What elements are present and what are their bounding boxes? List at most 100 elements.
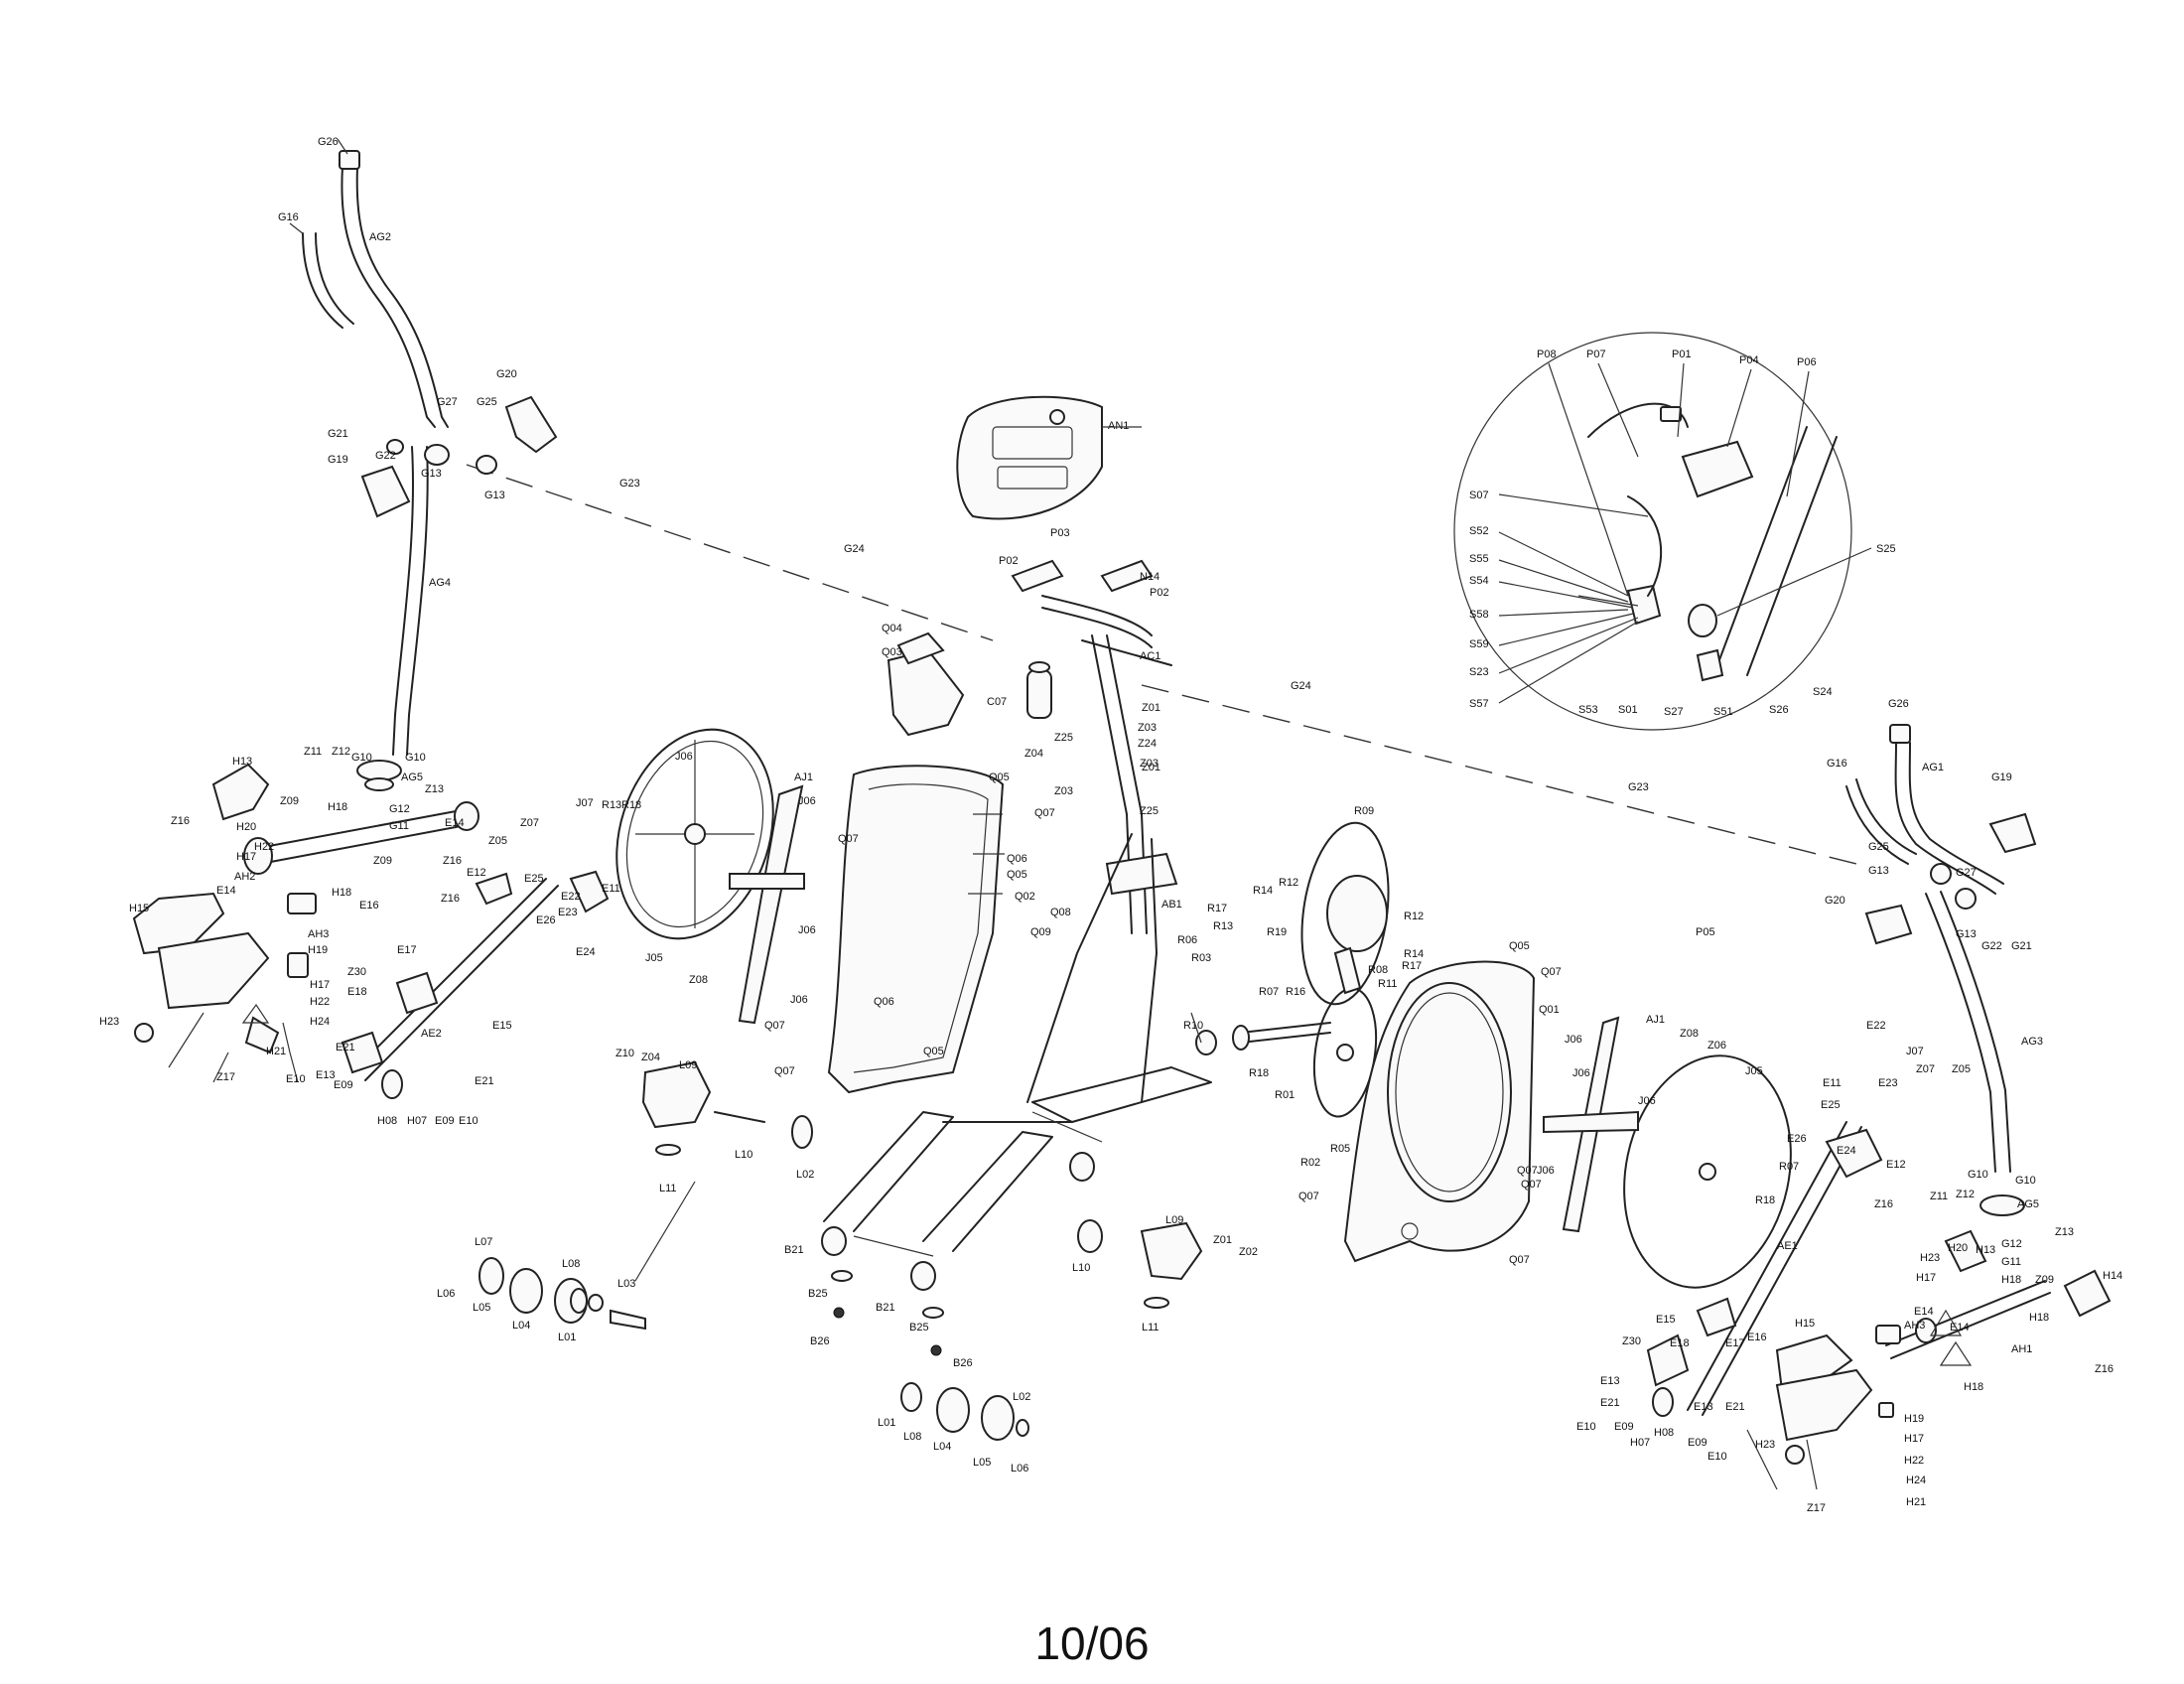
label-H22-b: H22 xyxy=(310,996,330,1008)
part-labels: G26 G16 AG2 G20 G27 G25 G21 G22 G13 G13 … xyxy=(99,136,2122,1514)
label-Z16-d: Z16 xyxy=(1874,1198,1893,1210)
label-S27: S27 xyxy=(1664,706,1684,718)
label-H18-e: H18 xyxy=(1964,1381,1983,1393)
label-S23: S23 xyxy=(1469,666,1489,678)
label-Z05-a: Z05 xyxy=(488,835,507,847)
label-Z17-b: Z17 xyxy=(1807,1502,1826,1514)
label-G10-c: G10 xyxy=(1968,1169,1988,1181)
label-S51: S51 xyxy=(1713,706,1733,718)
label-Q07-h: Q07 xyxy=(1509,1254,1530,1266)
label-Z16-b: Z16 xyxy=(443,855,462,867)
label-E09-d: E09 xyxy=(1688,1437,1707,1449)
left-handlebar-arm xyxy=(302,150,558,791)
label-L10-a: L10 xyxy=(735,1149,752,1161)
label-H21: H21 xyxy=(266,1046,286,1057)
label-Z01-b: Z01 xyxy=(1142,762,1160,773)
label-S57: S57 xyxy=(1469,698,1489,710)
label-S24: S24 xyxy=(1813,686,1833,698)
label-Q02: Q02 xyxy=(1015,891,1035,903)
label-Z12-b: Z12 xyxy=(1956,1189,1975,1200)
label-Z03-a: Z03 xyxy=(1138,722,1157,734)
label-L04-b: L04 xyxy=(933,1441,951,1453)
label-Q08: Q08 xyxy=(1050,907,1071,918)
label-AH1: AH1 xyxy=(2011,1343,2032,1355)
label-G19-b: G19 xyxy=(1991,772,2012,783)
label-G26-b: G26 xyxy=(1888,698,1909,710)
label-E26-a: E26 xyxy=(536,914,556,926)
console xyxy=(887,395,1154,737)
label-E18-a: E18 xyxy=(347,986,367,998)
label-E10-a: E10 xyxy=(286,1073,306,1085)
label-Z16-c: Z16 xyxy=(441,893,460,905)
label-Z07: Z07 xyxy=(520,817,539,829)
label-Q05-d: Q05 xyxy=(1509,940,1530,952)
label-Z09-b: Z09 xyxy=(373,855,392,867)
drive-assembly xyxy=(1195,821,1390,1118)
label-J05-a: J05 xyxy=(645,952,663,964)
label-G26: G26 xyxy=(318,136,339,148)
label-H18-d: H18 xyxy=(2029,1312,2049,1324)
label-Q09: Q09 xyxy=(1030,926,1051,938)
label-R13: R13 xyxy=(602,799,621,811)
label-H17-a: H17 xyxy=(236,851,256,863)
label-Q03: Q03 xyxy=(882,646,902,658)
label-P06: P06 xyxy=(1797,356,1817,368)
label-P07: P07 xyxy=(1586,349,1606,360)
label-E16-b: E16 xyxy=(1747,1332,1767,1343)
label-Z01-c: Z01 xyxy=(1213,1234,1232,1246)
label-H07-a: H07 xyxy=(407,1115,427,1127)
label-R18-b: R18 xyxy=(1249,1067,1269,1079)
label-H13-a: H13 xyxy=(232,756,252,768)
label-H17-b: H17 xyxy=(310,979,330,991)
label-Z13-b: Z13 xyxy=(2055,1226,2074,1238)
label-R14-b: R14 xyxy=(1404,948,1424,960)
label-R09: R09 xyxy=(1354,805,1374,817)
left-side-cover xyxy=(827,765,1005,1094)
right-pedal-assembly xyxy=(1646,1121,2112,1490)
label-G24-b: G24 xyxy=(1291,680,1311,692)
label-R14-a: R14 xyxy=(1253,885,1273,897)
label-H24-b: H24 xyxy=(1906,1474,1926,1486)
label-R17-a: R17 xyxy=(1207,903,1227,914)
label-L11-b: L11 xyxy=(1142,1322,1160,1333)
label-H19: H19 xyxy=(308,944,328,956)
label-AG5-b: AG5 xyxy=(2017,1198,2039,1210)
label-J06-e: J06 xyxy=(1565,1034,1582,1046)
label-P03: P03 xyxy=(1050,527,1070,539)
label-L07-a: L07 xyxy=(475,1236,492,1248)
label-S55: S55 xyxy=(1469,553,1489,565)
label-H17-c: H17 xyxy=(1916,1272,1936,1284)
label-AH3: AH3 xyxy=(308,928,329,940)
label-H18: H18 xyxy=(328,801,347,813)
label-G11-b: G11 xyxy=(2001,1256,2021,1268)
label-Z09-a: Z09 xyxy=(280,795,299,807)
label-AN1: AN1 xyxy=(1108,420,1129,432)
label-Q06-a: Q06 xyxy=(1007,853,1027,865)
label-R12-a: R12 xyxy=(1279,877,1298,889)
label-H22-c: H22 xyxy=(1904,1455,1924,1467)
label-Q07-f: Q07 xyxy=(1298,1191,1319,1202)
label-E15-b: E15 xyxy=(1656,1314,1676,1326)
label-P04: P04 xyxy=(1739,354,1759,366)
label-J07: J07 xyxy=(576,797,594,809)
label-H17-d: H17 xyxy=(1904,1433,1924,1445)
label-E14-a: E14 xyxy=(216,885,236,897)
label-H20: H20 xyxy=(236,821,256,833)
label-E17: E17 xyxy=(397,944,417,956)
label-H20-b: H20 xyxy=(1948,1242,1968,1254)
label-G20: G20 xyxy=(496,368,517,380)
label-G21-b: G21 xyxy=(2011,940,2032,952)
label-R16: R16 xyxy=(1286,986,1305,998)
label-Z04-b: Z04 xyxy=(641,1052,660,1063)
left-flywheel-disc xyxy=(615,728,805,1025)
label-Q05-c: Q05 xyxy=(923,1046,944,1057)
label-L11-a: L11 xyxy=(659,1183,677,1194)
label-E12-a: E12 xyxy=(467,867,486,879)
label-Z17-a: Z17 xyxy=(216,1071,235,1083)
label-L01-b: L01 xyxy=(878,1417,895,1429)
label-Z04: Z04 xyxy=(1024,748,1043,760)
label-B21-b: B21 xyxy=(876,1302,895,1314)
label-B26-a: B26 xyxy=(810,1335,830,1347)
label-E14-b: E14 xyxy=(445,817,465,829)
label-Z16-a: Z16 xyxy=(171,815,190,827)
